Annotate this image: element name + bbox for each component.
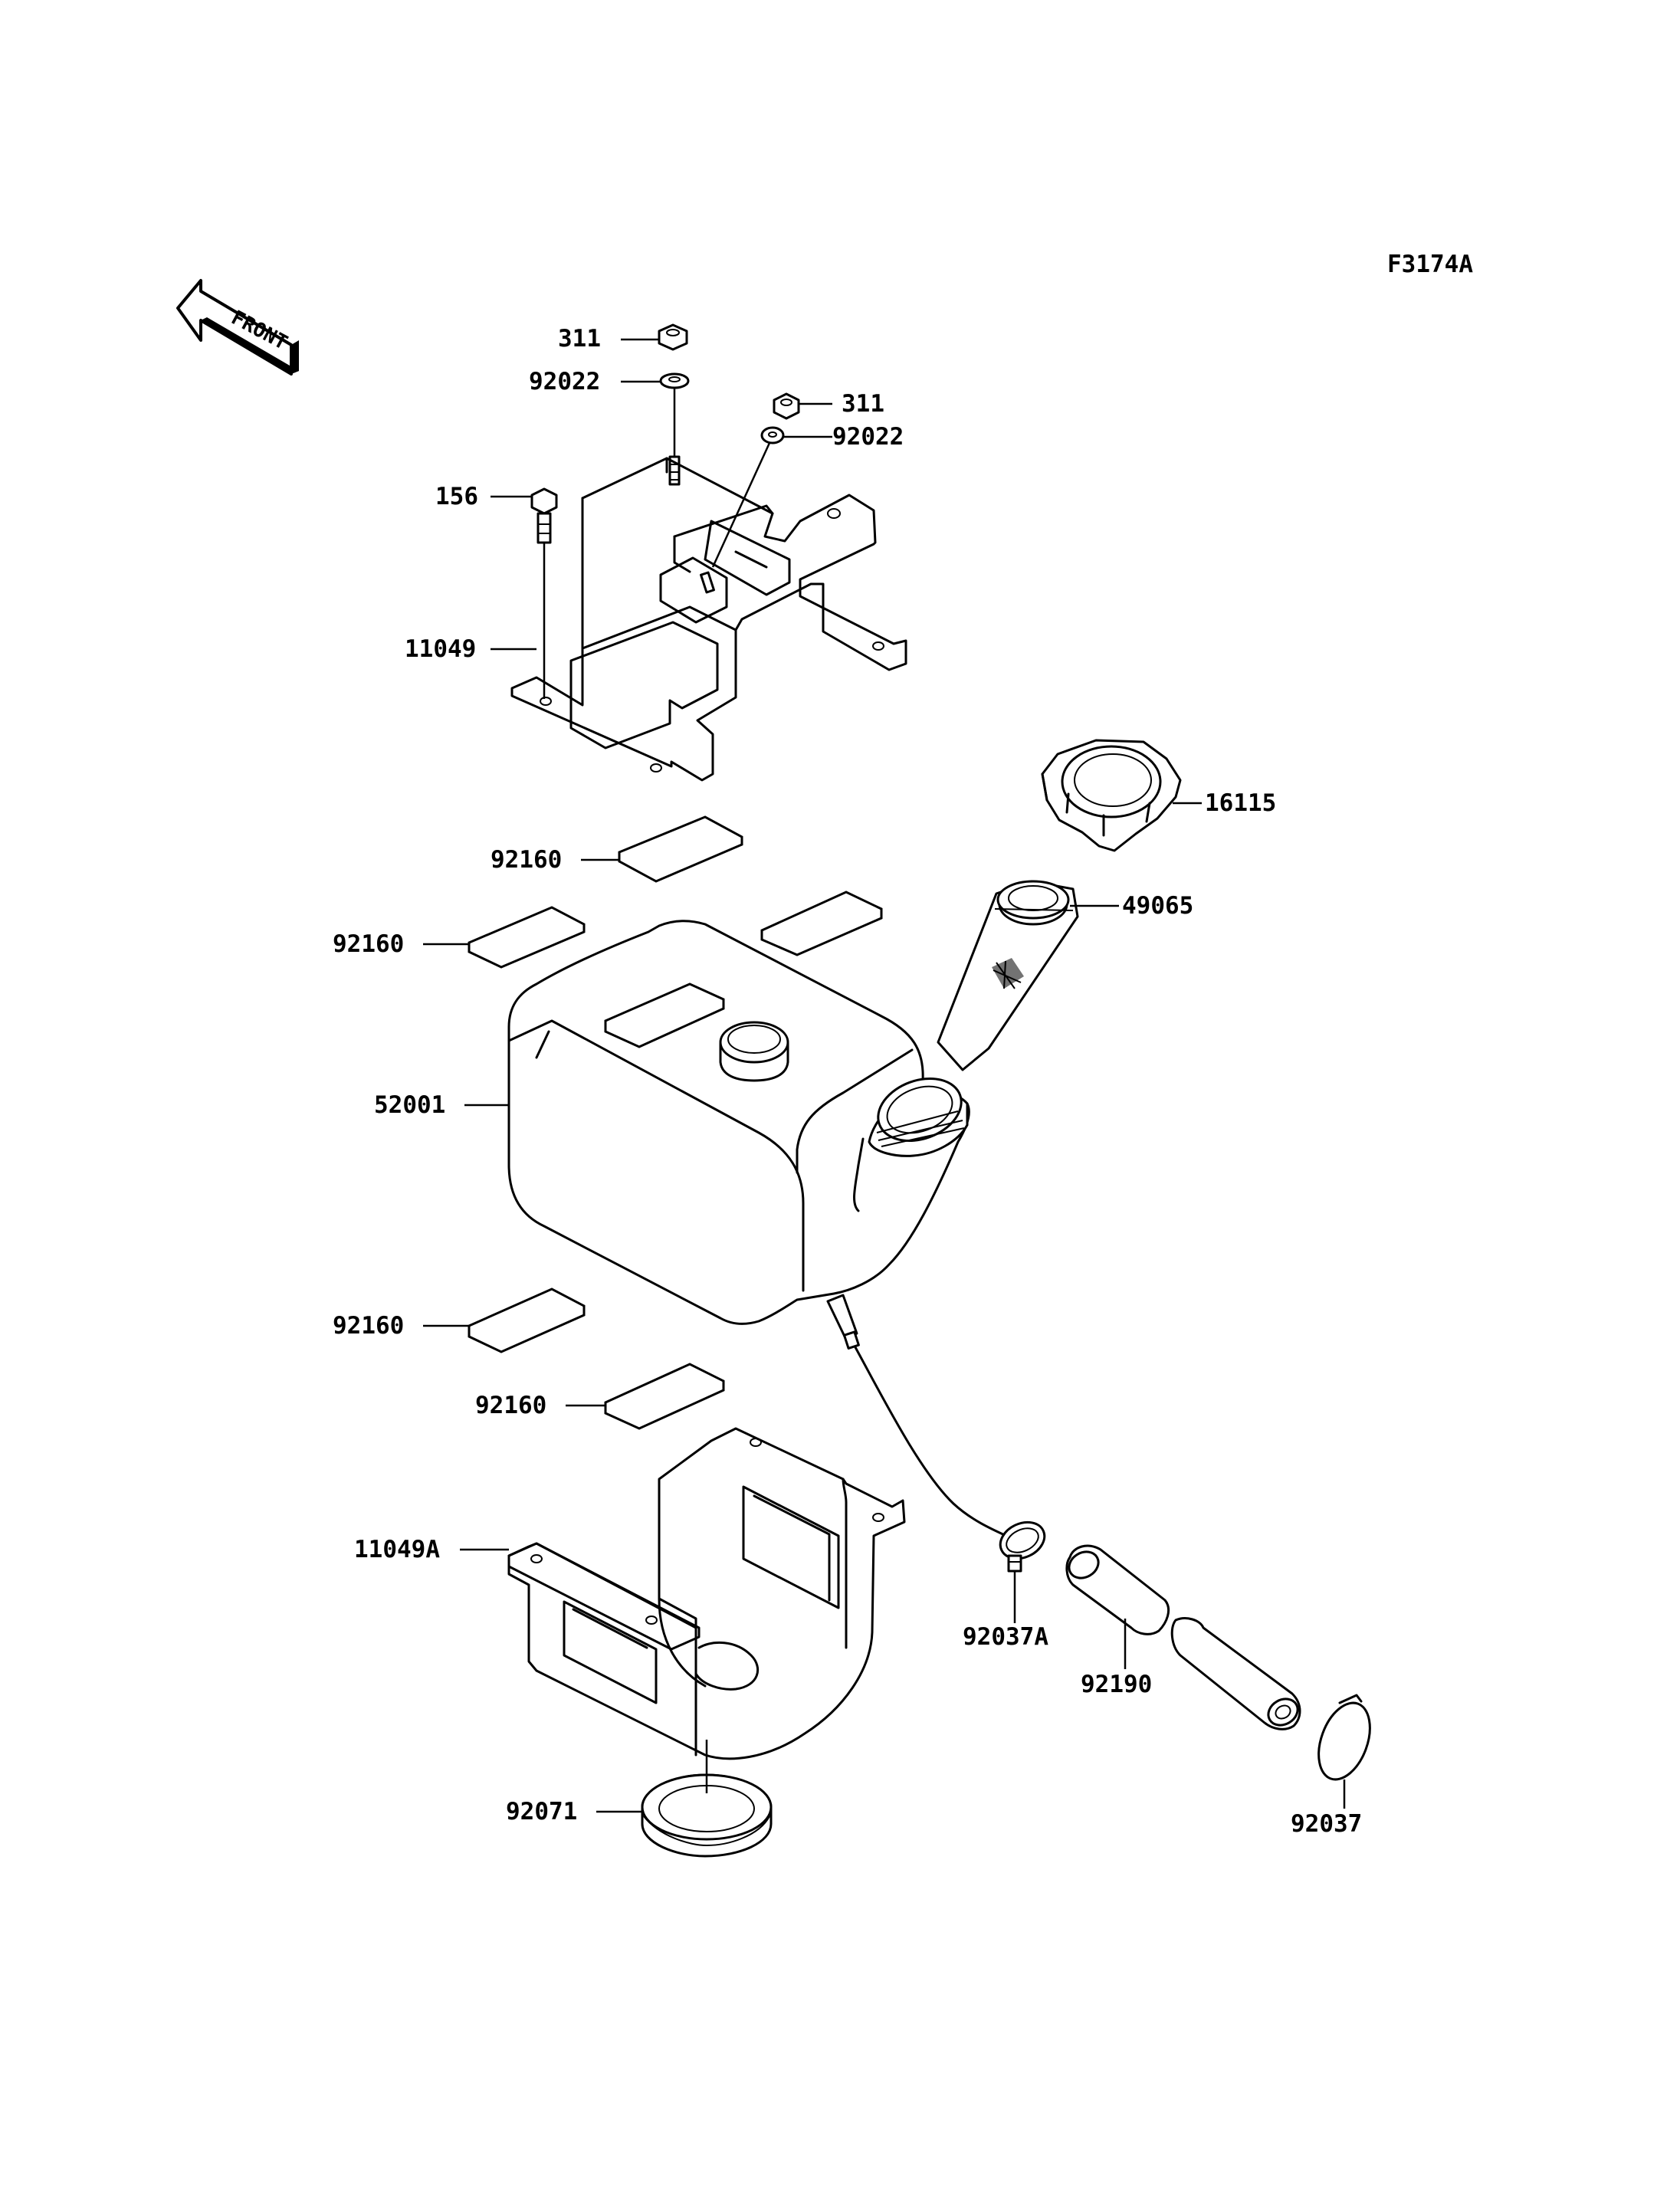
label-92037: 92037 — [1291, 1810, 1362, 1838]
label-16115: 16115 — [1205, 789, 1276, 817]
small-stud-icon — [700, 571, 715, 594]
fuel-tank-icon — [507, 920, 970, 1350]
figure-code: F3174A — [1387, 251, 1473, 278]
label-92160-c: 92160 — [333, 1312, 404, 1340]
filter-mesh-icon — [992, 958, 1024, 989]
label-311-right: 311 — [842, 390, 884, 418]
front-arrow-icon: FRONT — [176, 279, 299, 376]
label-11049A: 11049A — [354, 1536, 440, 1563]
pad-icon-1 — [618, 815, 743, 883]
label-92160-a: 92160 — [491, 846, 562, 874]
label-92022-right: 92022 — [832, 423, 904, 451]
nut-icon — [658, 323, 688, 351]
pad-icon-2 — [468, 906, 586, 969]
spring-clamp-icon — [1317, 1694, 1371, 1781]
bolt-icon — [530, 487, 558, 544]
label-156: 156 — [435, 483, 478, 510]
label-92022-left: 92022 — [529, 368, 600, 395]
label-311-left: 311 — [558, 325, 601, 353]
upper-bracket-icon — [510, 457, 907, 782]
label-52001: 52001 — [374, 1091, 445, 1119]
hose-icon — [1065, 1544, 1301, 1730]
grommet-icon — [641, 1773, 773, 1858]
filler-neck-icon — [937, 880, 1079, 1071]
pad-icon-4 — [604, 1363, 725, 1430]
washer-icon-right — [760, 426, 785, 444]
label-92190: 92190 — [1081, 1671, 1152, 1698]
label-92160-d: 92160 — [475, 1392, 546, 1419]
label-92037A: 92037A — [963, 1623, 1048, 1651]
label-92160-b: 92160 — [333, 930, 404, 958]
stud-icon — [668, 455, 681, 486]
label-92071: 92071 — [506, 1798, 577, 1825]
lower-bracket-icon — [507, 1427, 906, 1760]
fuel-cap-icon — [1041, 739, 1182, 852]
label-11049: 11049 — [405, 635, 476, 663]
washer-icon — [659, 372, 690, 389]
label-49065: 49065 — [1122, 892, 1193, 920]
pad-icon-top-right — [760, 891, 883, 956]
hose-clamp-a-icon — [999, 1520, 1046, 1573]
pad-icon-3 — [468, 1287, 586, 1353]
nut-icon-right — [773, 392, 800, 420]
